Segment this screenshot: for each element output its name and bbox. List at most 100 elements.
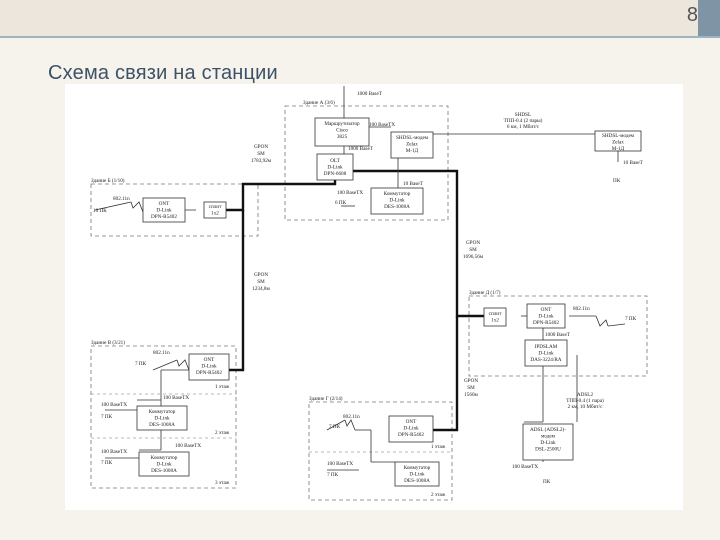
port-100basetx: 100 BaseTX xyxy=(327,461,353,467)
network-diagram-svg: Здание А (3/6) Здание Б (1/10) Здание В (3… xyxy=(90,86,648,501)
building-v-title: Здание В (3/21) xyxy=(91,339,125,346)
floor-label: 2 этаж xyxy=(215,430,230,436)
floor-label: 1 этаж xyxy=(215,384,230,390)
shdsl-cable: ТПП-0.4 (2 пары) xyxy=(504,117,543,124)
switch-g-label: Коммутатор xyxy=(404,465,431,471)
port-100basetx: 100 BaseTX xyxy=(163,395,189,401)
floor-label: 2 этаж xyxy=(431,492,446,498)
router-cisco xyxy=(314,117,370,147)
adsl-modem xyxy=(522,423,574,461)
gpon-v-length: 1234,8м xyxy=(252,286,270,292)
pc-label: ПК xyxy=(543,479,551,485)
header-rule xyxy=(0,36,720,38)
ipdslam xyxy=(524,339,568,367)
adsl-modem-label: DSL-2500U xyxy=(535,447,561,453)
splitter-b xyxy=(203,201,227,219)
pc-count: 7 ПК xyxy=(327,472,339,478)
ont-b xyxy=(142,197,186,223)
adsl-title: ADSL2 xyxy=(577,392,594,398)
ont-d-label: ONT xyxy=(541,307,552,313)
port-100basetx: 100 BaseTX xyxy=(101,449,127,455)
shdsl-modem-remote xyxy=(594,130,642,152)
gpon-fiber-v xyxy=(229,210,245,372)
gpon-b-length: 1783,92м xyxy=(251,158,272,164)
splitter-d xyxy=(483,307,507,327)
floor-label: 1 этаж xyxy=(431,444,446,450)
switch-a-label: DES-1008A xyxy=(384,204,410,210)
pc-count: 7 ПК xyxy=(101,414,113,420)
ont-d xyxy=(526,303,566,329)
port-1000baset: 1000 BaseT xyxy=(545,332,571,338)
switch-v-floor3 xyxy=(138,451,190,477)
shdsl-a-label: SHDSL-модем xyxy=(396,135,429,141)
shdsl-title: SHDSL xyxy=(515,112,531,118)
switch-v2-label: D-Link xyxy=(154,416,170,422)
floor-label: 3 этаж xyxy=(215,480,230,486)
shdsl-remote-label: SHDSL-модем xyxy=(602,133,635,139)
building-d-zone xyxy=(468,295,648,377)
port-1000baset: 1000 BaseT xyxy=(348,146,374,152)
switch-a-label: D-Link xyxy=(389,198,405,204)
switch-g xyxy=(394,461,440,487)
pc-count: 7 ПК xyxy=(329,424,341,430)
shdsl-distance: 6 км, 1 Мбит/с xyxy=(507,123,540,130)
gpon-d-label: GPON xyxy=(466,240,480,246)
building-d-title: Здание Д (1/7) xyxy=(469,289,501,296)
ont-b-label: D-Link xyxy=(156,208,172,214)
pc-count: 7 ПК xyxy=(625,316,637,322)
slide-number-box xyxy=(698,0,720,36)
wifi-label: 802.11n xyxy=(573,306,590,312)
gpon-d-length: 1696,56м xyxy=(463,254,484,260)
pc-label: ПК xyxy=(613,178,621,184)
port-100basetx: 100 BaseTX xyxy=(337,190,363,196)
switch-v-floor2 xyxy=(136,405,188,431)
gpon-v-label: GPON xyxy=(254,272,268,278)
ont-b-label: ONT xyxy=(159,201,170,207)
wifi-label: 802.11n xyxy=(113,196,130,202)
ont-v-label: ONT xyxy=(204,357,215,363)
ont-b-label: DPN-R5402 xyxy=(151,214,177,220)
switch-a-label: Коммутатор xyxy=(384,191,411,197)
shdsl-a-label: M-1Д xyxy=(406,148,419,154)
port-100basetx: 100 BaseTX xyxy=(101,402,127,408)
split-b-label: сплит xyxy=(209,204,222,210)
slide-title: Схема связи на станции xyxy=(48,62,278,84)
ipdslam-label: IPDSLAM xyxy=(535,344,558,350)
header-band xyxy=(0,0,720,38)
pc-count: 7 ПК xyxy=(101,460,113,466)
ont-g xyxy=(388,415,434,443)
building-b-title: Здание Б (1/10) xyxy=(91,177,125,184)
ont-d-label: DPN-R5402 xyxy=(533,320,559,326)
olt xyxy=(316,153,354,181)
building-g-zone xyxy=(308,401,453,501)
switch-g-label: D-Link xyxy=(409,472,425,478)
gpon-d-sm: SM xyxy=(469,247,477,253)
ont-v-label: DPN-R5402 xyxy=(196,370,222,376)
ipdslam-label: D-Link xyxy=(538,351,554,357)
adsl-cable: ТПП-0.4 (1 пара) xyxy=(566,397,604,404)
olt-label: DPN-6608 xyxy=(324,171,347,177)
building-v-zone xyxy=(90,345,237,489)
adsl-modem-label: D-Link xyxy=(540,440,556,446)
gpon-g-sm: SM xyxy=(467,385,475,391)
building-a-title: Здание А (3/6) xyxy=(303,99,335,106)
ont-g-label: D-Link xyxy=(403,426,419,432)
switch-a xyxy=(370,187,424,215)
router-label: 3825 xyxy=(337,134,348,140)
split-b-label: 1x2 xyxy=(211,211,219,217)
port-1000baset: 1000 BaseT xyxy=(357,91,383,97)
gpon-b-sm: SM xyxy=(257,151,265,157)
pc-count: 6 ПК xyxy=(335,200,347,206)
wifi-label: 802.11n xyxy=(343,414,360,420)
split-d-label: 1x2 xyxy=(491,318,499,324)
ont-v xyxy=(188,353,230,381)
adsl-modem-label: ADSL (ADSL2)- xyxy=(530,426,566,433)
pc-count: 7 ПК xyxy=(135,361,147,367)
split-d-label: сплит xyxy=(489,311,502,317)
switch-v2-label: DES-1008A xyxy=(149,422,175,428)
shdsl-modem-a xyxy=(390,131,434,159)
shdsl-a-label: Zelax xyxy=(406,142,418,148)
switch-v3-label: D-Link xyxy=(156,462,172,468)
router-label: Cisco xyxy=(336,128,348,134)
network-diagram: Здание А (3/6) Здание Б (1/10) Здание В (3… xyxy=(65,84,683,510)
